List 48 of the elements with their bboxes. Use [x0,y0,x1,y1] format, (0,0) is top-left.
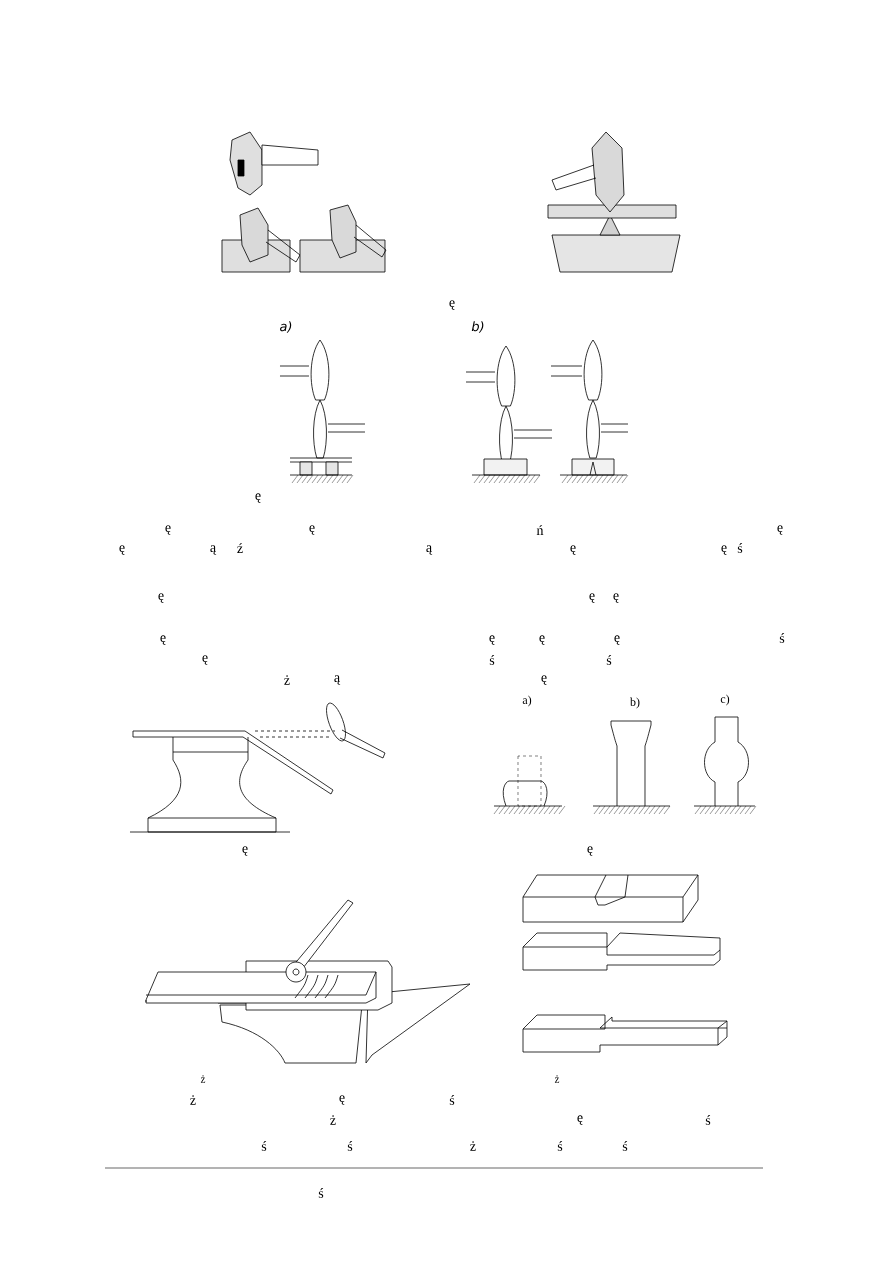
text-fragment: ś [705,1115,711,1125]
text-fragment: ę [613,593,619,603]
text-fragment: ę [489,635,495,645]
text-fragment: ś [779,633,785,643]
text-fragment: ę [339,1095,345,1105]
text-fragment: ę [721,545,727,555]
text-fragment: ś [737,543,743,553]
figure-label: c) [720,694,730,706]
text-fragment: ę [202,655,208,665]
text-fragment: ż [190,1095,196,1105]
text-fragment: ę [614,635,620,645]
text-fragment: ż [470,1141,476,1151]
text-fragment: ę [309,525,315,535]
text-fragment: ą [334,675,341,685]
text-fragment: ż [284,675,290,685]
text-fragment: ś [606,655,612,665]
text-fragment: ź [237,543,243,553]
text-fragment: ę [539,635,545,645]
text-fragment: ś [347,1141,353,1151]
figure-label: a) [522,695,532,707]
text-fragment: ę [119,545,125,555]
text-fragment: ś [622,1141,628,1151]
text-fragment: ż [200,1075,206,1083]
text-fragment: ę [577,1115,583,1125]
figure-label: b) [630,697,640,709]
text-fragment: ą [426,545,433,555]
text-fragment: ś [489,655,495,665]
text-fragment: ę [160,635,166,645]
text-fragment: ś [557,1141,563,1151]
text-fragment: ż [330,1115,336,1125]
text-fragment: ę [570,545,576,555]
text-fragment: ę [242,846,248,856]
text-fragment: ż [554,1075,560,1083]
figure-label: a) [280,321,292,333]
text-fragment: ę [158,593,164,603]
text-fragment: ę [165,525,171,535]
text-fragment: ę [541,675,547,685]
text-fragment: ę [589,593,595,603]
text-fragment: ę [587,846,593,856]
text-fragment: ś [449,1095,455,1105]
text-fragment: ę [777,525,783,535]
text-fragment: ę [449,300,455,310]
text-fragment: ś [318,1188,324,1198]
text-fragment: ń [536,525,544,535]
text-fragment: ę [255,493,261,503]
text-fragment: ś [261,1141,267,1151]
figure-label: b) [471,321,484,333]
text-fragment: ą [210,545,217,555]
